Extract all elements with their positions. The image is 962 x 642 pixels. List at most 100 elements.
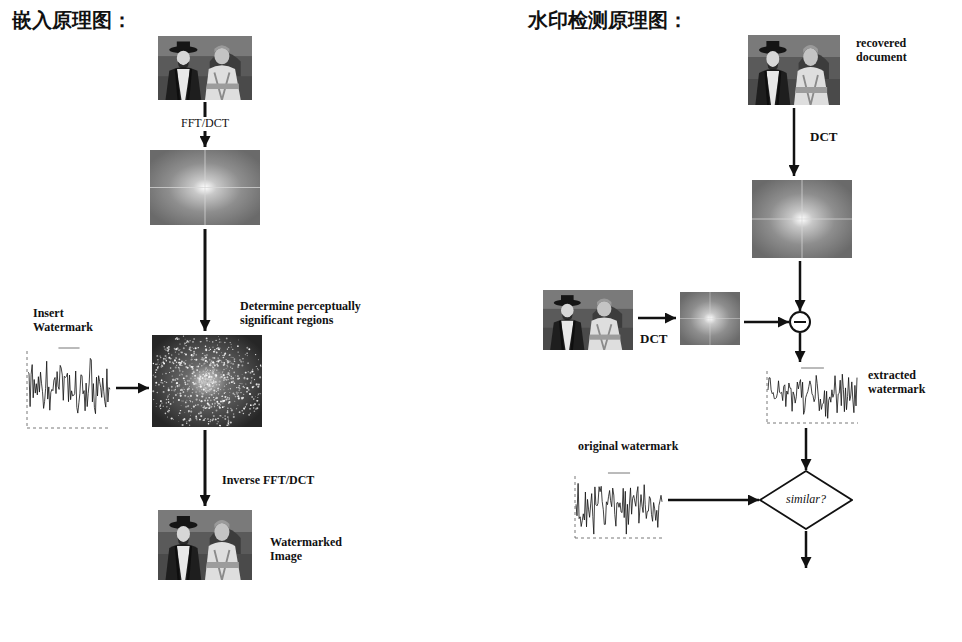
noise-dot [206,380,207,381]
noise-dot [218,393,219,394]
noise-dot [182,371,184,373]
noise-dot [218,387,219,388]
noise-dot [184,395,186,397]
noise-dot [209,383,211,385]
flow-arrow [799,333,802,362]
noise-dot [214,364,216,366]
noise-dot [197,366,199,368]
noise-dot [155,382,157,384]
flow-arrow [668,499,759,502]
noise-dot [228,394,230,396]
image-node: Watermarked Image [158,510,252,580]
noise-dot [217,361,219,363]
noise-dot [229,360,231,362]
noise-dot [181,373,182,374]
noise-dot [184,381,186,383]
noise-dot [259,376,261,378]
noise-dot [248,414,250,416]
noise-dot [215,374,217,376]
noise-dot [191,367,192,368]
noise-dot [178,421,180,423]
noise-dot [179,412,181,414]
watermark-signal [768,374,857,418]
noise-dot [160,356,161,357]
noise-dot [198,386,200,388]
noise-dot [222,371,224,373]
noise-dot [187,396,189,398]
noise-dot [217,344,218,345]
noise-dot [210,400,212,402]
noise-dot [199,390,201,392]
noise-dot [225,395,227,397]
noise-dot [167,347,169,349]
noise-dot [213,367,214,368]
noise-dot [246,391,248,393]
noise-dot [197,347,198,348]
noise-dot [192,346,194,348]
noise-dot [210,388,212,390]
noise-dot [250,404,252,406]
noise-dot [212,380,214,382]
noise-dot [179,370,181,372]
noise-dot [204,380,205,381]
noise-dot [232,393,234,395]
noise-dot [165,349,166,350]
recovered-photo [748,35,840,105]
noise-dot [227,360,229,362]
noise-dot [187,380,189,382]
noise-dot [178,384,180,386]
noise-dot [255,396,257,398]
noise-dot [212,367,214,369]
noise-dot [216,384,217,385]
noise-dot [175,352,176,353]
noise-dot [196,387,198,389]
noise-dot [199,363,200,364]
noise-dot [230,342,231,343]
noise-dot [223,400,225,402]
noise-dot [161,379,163,381]
noise-dot [191,407,193,409]
noise-dot [209,364,211,366]
noise-dot [256,400,258,402]
noise-dot [226,338,228,340]
noise-dot [229,354,231,356]
noise-dot [165,358,166,359]
noise-dot [243,408,245,410]
noise-dot [241,397,243,399]
noise-dot [214,399,215,400]
noise-dot [171,417,173,419]
noise-dot [160,405,161,406]
noise-dot [252,386,254,388]
noise-dot [213,357,215,359]
noise-dot [179,358,181,360]
noise-dot [236,392,238,394]
noise-dot [185,382,187,384]
noise-dot [189,418,191,420]
noise-dot [201,359,203,361]
noise-dot [221,360,223,362]
noise-dot [260,364,261,365]
noise-dot [215,418,217,420]
noise-dot [162,361,164,363]
noise-dot [181,400,183,402]
noise-dot [208,385,210,387]
noise-dot [223,357,225,359]
noise-dot [212,380,214,382]
noise-dot [180,362,182,364]
noise-dot [227,397,229,399]
noise-dot [231,409,233,411]
noise-dot [212,366,213,367]
flow-arrow [805,428,808,470]
noise-dot [179,375,180,376]
noise-dot [175,338,176,339]
noise-dot [238,397,240,399]
noise-dot [166,360,168,362]
noise-dot [205,374,207,376]
noise-dot [179,364,181,366]
noise-dot [190,414,192,416]
spectrum-image [752,180,852,258]
noise-dot [180,389,182,391]
noise-dot [218,360,220,362]
step-label: Determine perceptually significant regio… [240,300,400,328]
noise-dot [174,379,176,381]
